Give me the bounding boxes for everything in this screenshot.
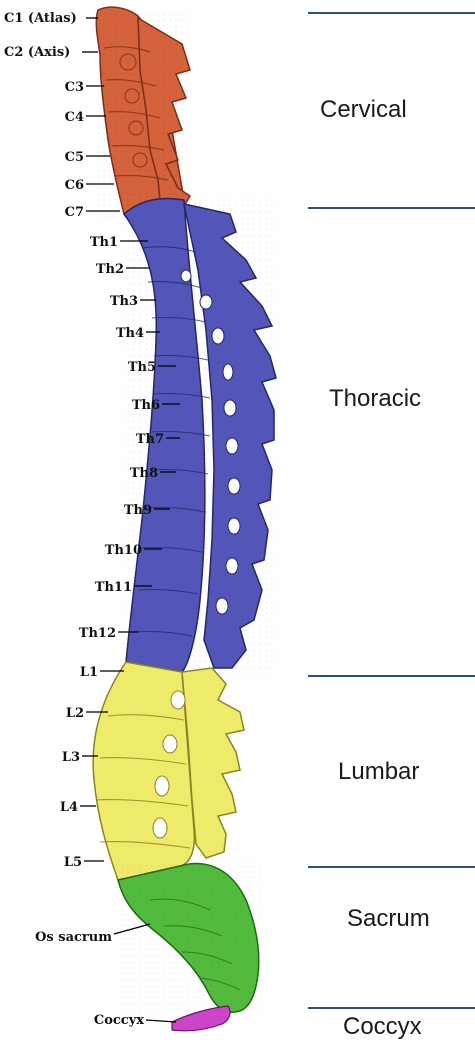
label-th11: Th11 <box>95 580 132 595</box>
label-th9: Th9 <box>124 503 152 518</box>
label-th5: Th5 <box>128 360 156 375</box>
region-label-lumbar: Lumbar <box>338 758 419 786</box>
label-th12: Th12 <box>79 626 116 641</box>
label-l1: L1 <box>80 665 98 680</box>
lumbar-vertebrae <box>93 662 244 880</box>
label-l4: L4 <box>60 800 78 815</box>
label-th1: Th1 <box>90 235 118 250</box>
label-c7: C7 <box>65 205 84 220</box>
label-th2: Th2 <box>96 262 124 277</box>
label-th7: Th7 <box>136 432 164 447</box>
divider-thoracic-lumbar <box>308 675 475 677</box>
label-th8: Th8 <box>130 466 158 481</box>
region-label-thoracic: Thoracic <box>329 385 421 413</box>
divider-lumbar-sacrum <box>308 866 475 868</box>
label-l5: L5 <box>64 855 82 870</box>
label-c2: C2 (Axis) <box>4 45 70 60</box>
region-label-sacrum: Sacrum <box>347 905 430 933</box>
label-os-sacrum: Os sacrum <box>35 930 112 945</box>
label-c3: C3 <box>65 80 84 95</box>
label-th4: Th4 <box>116 326 144 341</box>
leader-line-coccyx <box>146 1020 176 1022</box>
region-label-coccyx: Coccyx <box>343 1013 422 1041</box>
sacrum <box>118 860 262 1014</box>
label-th6: Th6 <box>132 398 160 413</box>
label-c6: C6 <box>65 178 84 193</box>
region-label-cervical: Cervical <box>320 96 407 124</box>
divider-cervical-thoracic <box>308 207 475 209</box>
label-c4: C4 <box>65 110 84 125</box>
divider-top <box>308 12 475 14</box>
label-l2: L2 <box>66 706 84 721</box>
label-c1: C1 (Atlas) <box>4 11 77 26</box>
label-c5: C5 <box>65 150 84 165</box>
label-th3: Th3 <box>110 294 138 309</box>
divider-sacrum-coccyx <box>308 1007 475 1009</box>
label-l3: L3 <box>62 750 80 765</box>
cervical-vertebrae <box>96 7 190 221</box>
label-coccyx: Coccyx <box>94 1013 144 1028</box>
label-th10: Th10 <box>105 543 142 558</box>
